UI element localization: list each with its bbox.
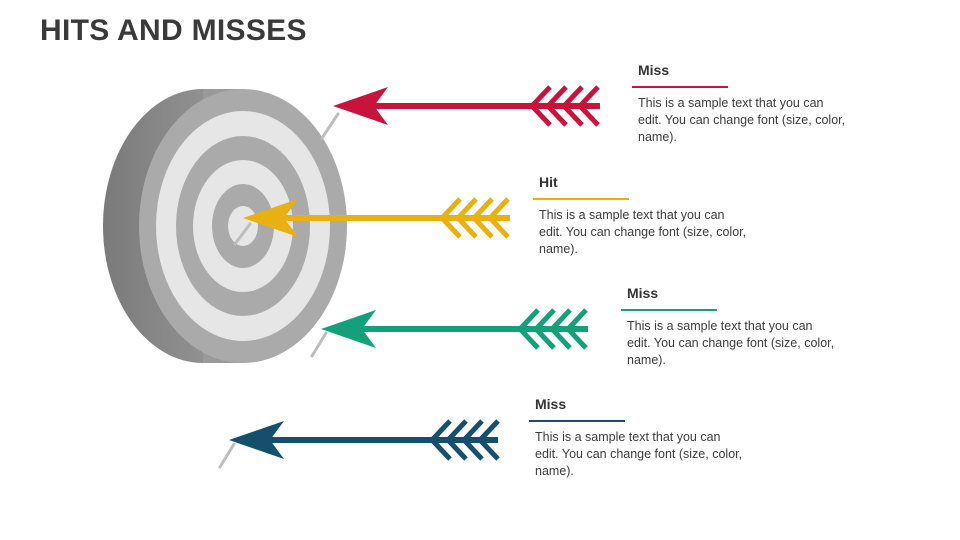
caption-hit: Hit This is a sample text that you can e… <box>533 173 748 258</box>
arrow-tail-shadow <box>310 331 328 358</box>
arrow-hit <box>233 197 510 246</box>
arrowhead <box>321 310 376 348</box>
caption-title: Miss <box>638 62 670 78</box>
caption-text: This is a sample text that you can edit.… <box>535 430 743 478</box>
arrowhead <box>243 199 298 237</box>
arrow-fletching <box>438 197 510 239</box>
arrow-shaft <box>372 103 600 109</box>
caption-title: Miss <box>535 396 567 412</box>
arrow-miss-3 <box>218 419 500 469</box>
arrow-tail-shadow <box>233 222 252 246</box>
caption-title: Hit <box>539 174 558 190</box>
arrow-fletching <box>428 419 500 461</box>
arrow-shaft <box>282 215 510 221</box>
arrow-fletching <box>528 85 600 127</box>
arrowhead <box>333 87 388 125</box>
arrow-shaft <box>268 437 498 443</box>
slide-title: HITS AND MISSES <box>40 14 307 47</box>
caption-text: This is a sample text that you can edit.… <box>627 319 835 367</box>
target-bullseye <box>228 206 258 246</box>
caption-text: This is a sample text that you can edit.… <box>539 208 747 256</box>
caption-underline <box>533 198 629 200</box>
caption-underline <box>621 309 717 311</box>
caption-miss-1: Miss This is a sample text that you can … <box>632 61 847 146</box>
caption-title: Miss <box>627 285 659 301</box>
arrow-miss-1 <box>320 85 600 140</box>
arrowhead <box>229 421 284 459</box>
caption-underline <box>529 420 625 422</box>
arrow-shaft <box>360 326 588 332</box>
arrow-miss-2 <box>310 308 588 358</box>
caption-text: This is a sample text that you can edit.… <box>638 96 846 144</box>
target-board <box>103 89 347 363</box>
arrow-tail-shadow <box>320 112 340 140</box>
arrow-tail-shadow <box>218 442 236 469</box>
caption-miss-3: Miss This is a sample text that you can … <box>529 395 744 480</box>
caption-underline <box>632 86 728 88</box>
caption-miss-2: Miss This is a sample text that you can … <box>621 284 836 369</box>
arrow-fletching <box>516 308 588 350</box>
